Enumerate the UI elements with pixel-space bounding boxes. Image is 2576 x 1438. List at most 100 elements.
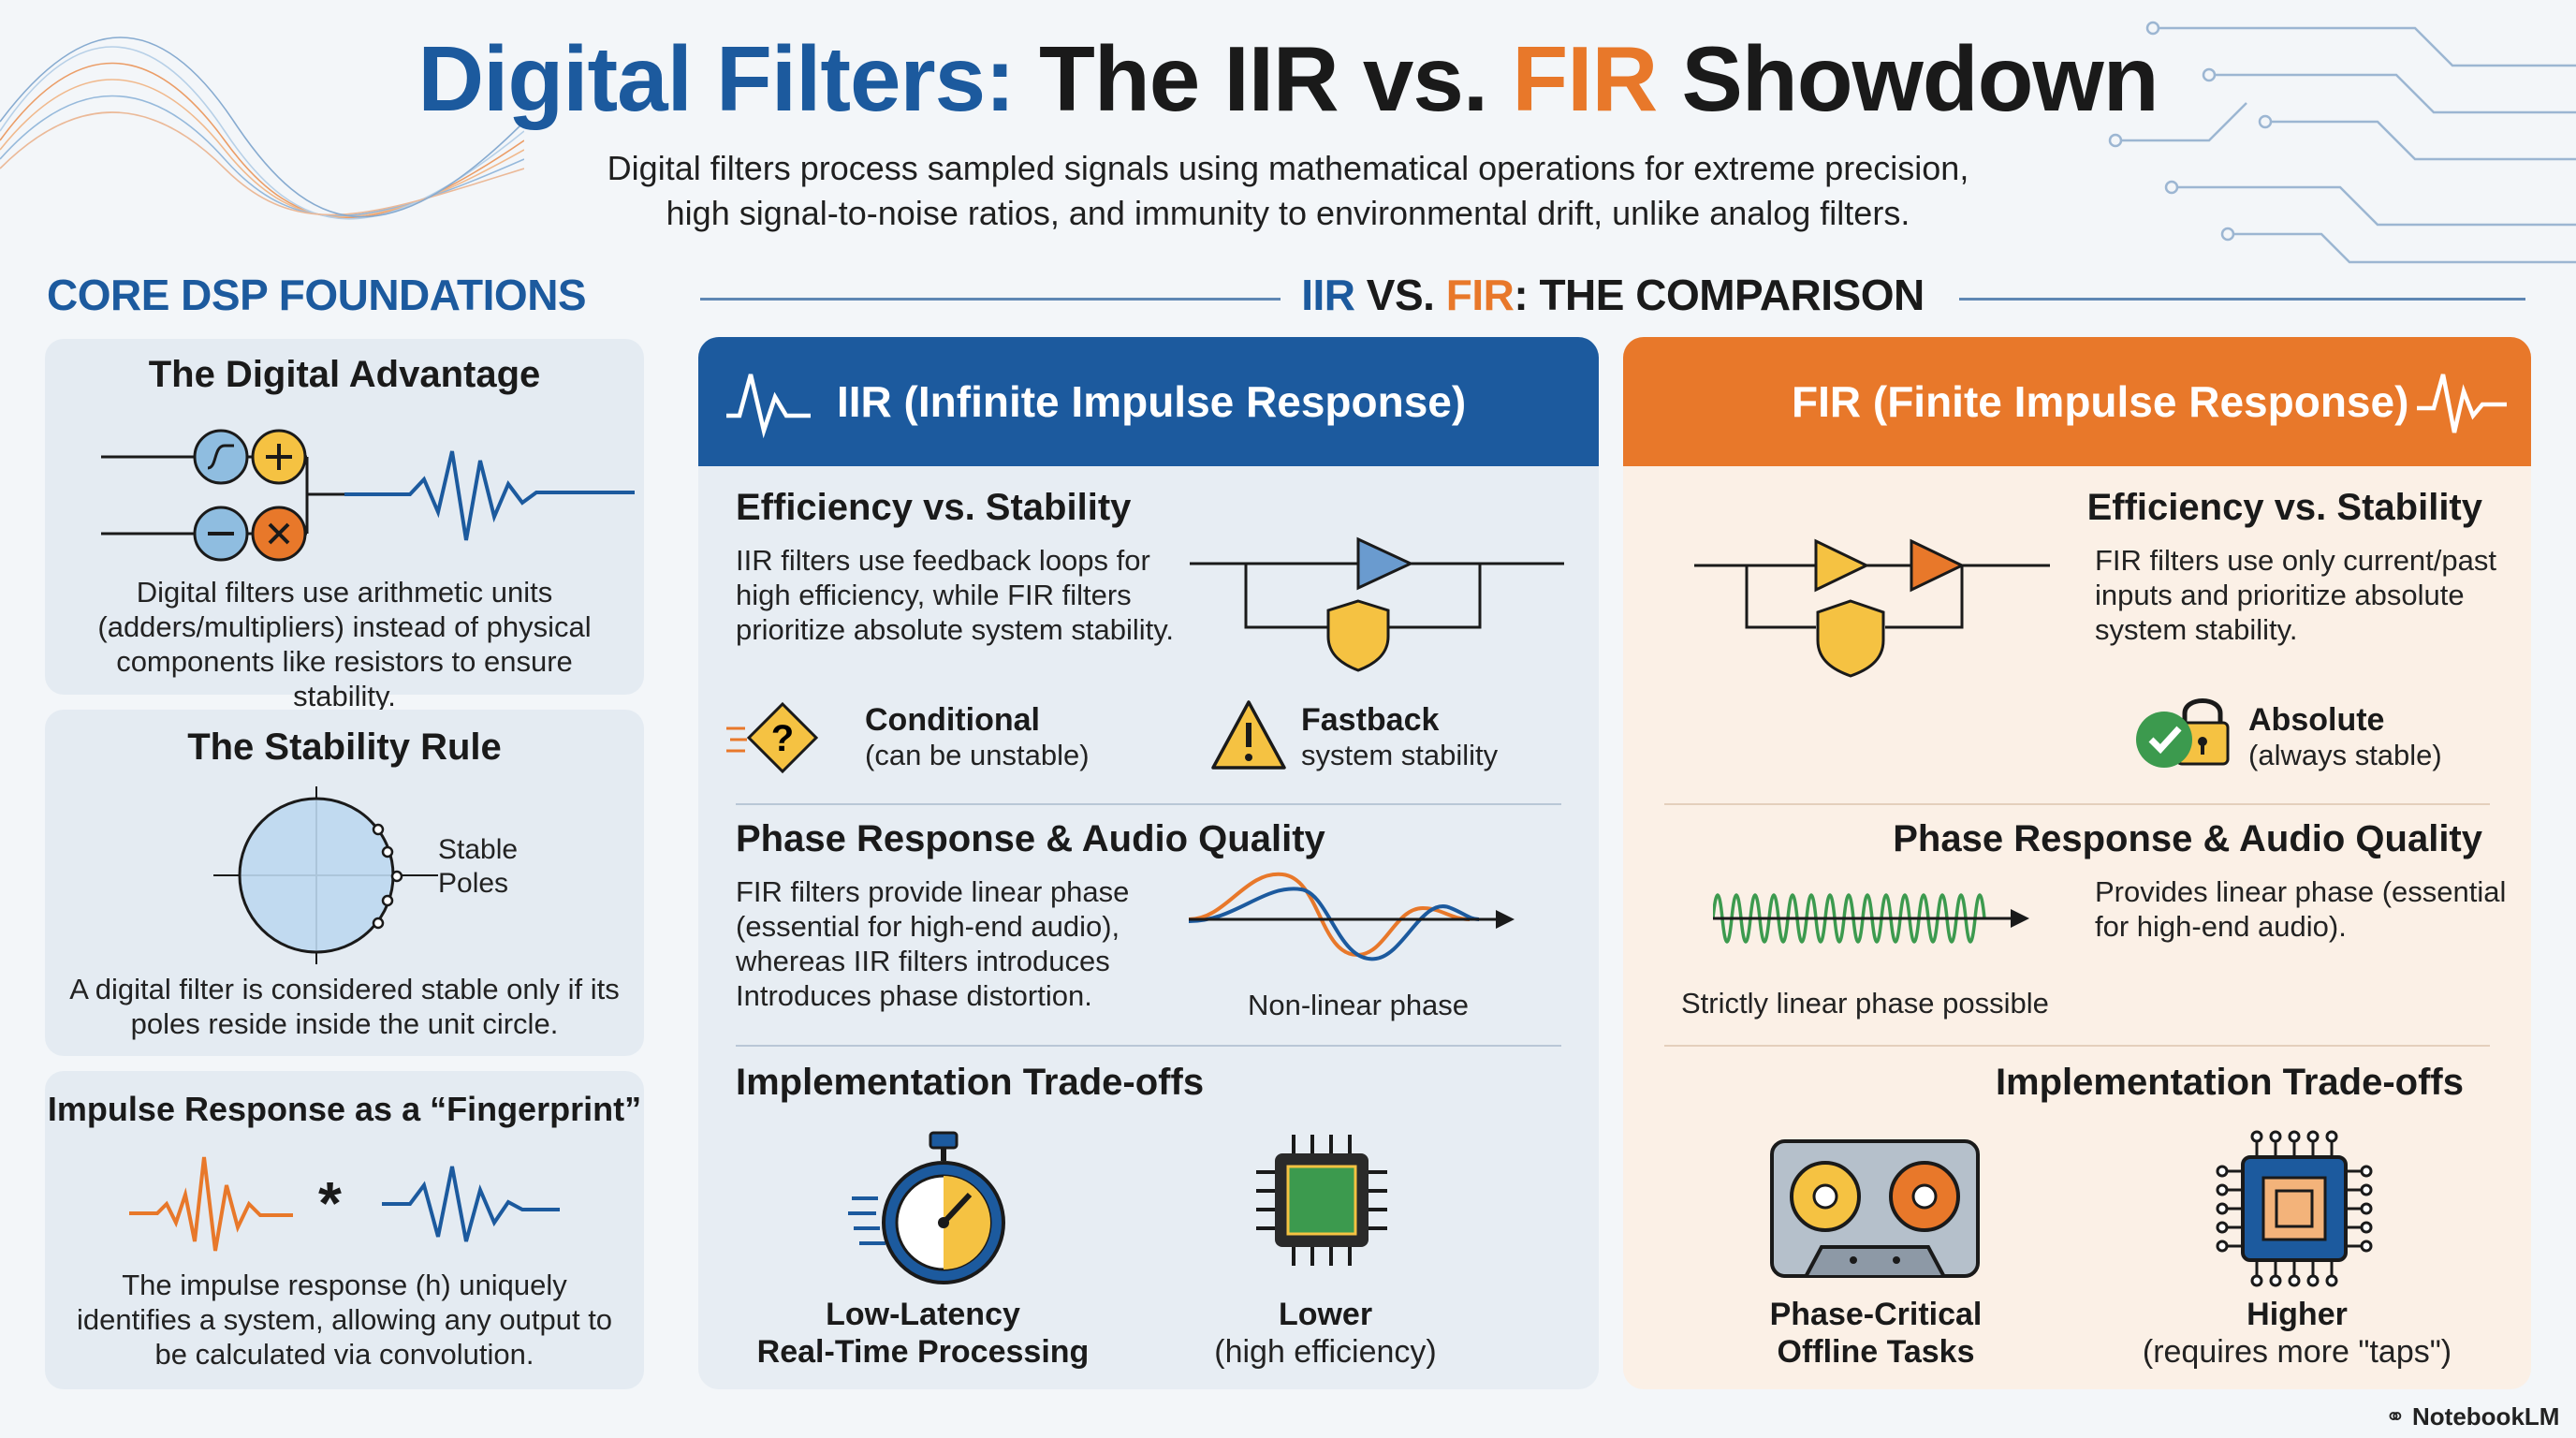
non-linear-phase-chart [1189,872,1515,961]
unit-circle-diagram [213,786,438,964]
fir-impl-offline: Phase-Critical Offline Tasks [1707,1296,2044,1371]
divider [1664,803,2490,805]
comparison-heading: IIR VS. FIR: THE COMPARISON [700,270,2525,326]
stopwatch-icon [848,1131,1005,1284]
card-digital-advantage: The Digital Advantage Digital filters us… [45,339,644,712]
adder-icon [251,429,307,485]
iir-impl-cost: Lower (high efficiency) [1185,1296,1466,1371]
svg-text:?: ? [771,718,794,759]
pole-markers [372,823,403,930]
iir-header: IIR (Infinite Impulse Response) [698,337,1599,466]
amplifier-icon [1356,536,1414,591]
iir-efficiency-text: IIR filters use feedback loops for high … [736,544,1175,646]
card-stability-rule: The Stability Rule Stable Poles A digita… [45,710,644,1056]
page-subtitle: Digital filters process sampled signals … [524,146,2052,236]
output-waveform [344,450,635,541]
card-impulse-response: Impulse Response as a “Fingerprint” * Th… [45,1071,644,1389]
impl-line: Lower [1278,1297,1373,1332]
badge-sub: (can be unstable) [865,739,1090,771]
badge-sub: (always stable) [2248,739,2442,771]
brand-logo-icon: ⚭ [2385,1402,2413,1431]
subtitle-line-1: Digital filters process sampled signals … [607,149,1969,187]
integrator-icon [193,429,249,485]
shield-icon [1816,599,1885,678]
core-foundations-heading: CORE DSP FOUNDATIONS [47,271,587,319]
small-chip-icon [1256,1135,1387,1266]
iir-phase-caption: Non-linear phase [1247,989,1470,1021]
brand-text: NotebookLM [2412,1402,2560,1431]
divider [1664,1045,2490,1047]
iir-header-text: IIR (Infinite Impulse Response) [837,377,1467,426]
large-chip-icon [2216,1130,2373,1287]
divider [736,803,1561,805]
label-line: Poles [438,868,509,899]
label-line: Stable [438,834,519,865]
impl-line: Higher [2247,1297,2348,1332]
fir-feedforward-diagram [1694,538,2050,678]
fir-impl-cost: Higher (requires more "taps") [2138,1296,2456,1371]
badge-bold: Conditional [865,702,1040,738]
impl-line: Phase-Critical [1769,1297,1983,1332]
iir-badge-fastback: Fastback system stability [1301,702,1498,772]
card-text: A digital filter is considered stable on… [69,973,620,1040]
impl-line: Offline Tasks [1777,1334,1975,1370]
impulse-waveform [129,1156,293,1252]
comparison-vs: VS. [1354,271,1446,319]
page-title: Digital Filters: The IIR vs. FIR Showdow… [0,26,2576,132]
decorative-circuit-traces [2108,21,2576,264]
fir-implementation-title: Implementation Trade-offs [1995,1062,2464,1103]
iir-efficiency-title: Efficiency vs. Stability [736,487,1132,528]
signal-waveform [382,1166,560,1242]
warning-diamond-icon: ? [726,701,819,774]
fir-header: FIR (Finite Impulse Response) [1623,337,2531,466]
badge-sub: system stability [1301,739,1499,771]
card-title: The Stability Rule [187,726,502,768]
warning-triangle-icon [1211,700,1286,770]
title-part-fir: FIR [1512,27,1658,130]
arithmetic-units-diagram [101,429,635,562]
badge-bold: Absolute [2248,702,2385,738]
impl-line: Real-Time Processing [756,1334,1090,1370]
fir-header-text: FIR (Finite Impulse Response) [1792,377,2409,426]
amplifier-icon [1814,538,1870,593]
stable-poles-label: Stable Poles [438,833,518,901]
iir-panel: IIR (Infinite Impulse Response) Efficien… [698,337,1599,1389]
comparison-rule-left [700,298,1281,301]
divider [736,1045,1561,1047]
tape-reel-icon [1770,1139,1980,1278]
fir-phase-title: Phase Response & Audio Quality [1893,818,2482,859]
iir-implementation-title: Implementation Trade-offs [736,1062,1205,1103]
title-part-iir-vs: The IIR vs. [1014,27,1513,130]
amplifier-icon [1910,538,1966,593]
check-lock-icon [2136,698,2230,768]
fir-phase-text: Provides linear phase (essential for hig… [2095,875,2507,943]
multiplier-icon [251,506,307,562]
shield-icon [1326,599,1390,672]
linear-phase-chart [1713,893,2029,944]
comparison-iir: IIR [1301,271,1355,319]
iir-phase-text: FIR filters provide linear phase (essent… [736,875,1130,1012]
comparison-heading-text: IIR VS. FIR: THE COMPARISON [700,270,2525,320]
wave-icon [726,374,811,438]
card-text: Digital filters use arithmetic units (ad… [97,576,592,712]
decorative-waves [0,37,524,220]
fir-efficiency-title: Efficiency vs. Stability [2086,487,2482,528]
wave-icon [2417,374,2507,433]
fir-efficiency-text: FIR filters use only current/past inputs… [2095,544,2496,646]
fir-phase-caption: Strictly linear phase possible [1681,987,2049,1020]
impl-line: (high efficiency) [1214,1334,1437,1370]
notebooklm-brand: ⚭ NotebookLM [2385,1402,2559,1431]
subtractor-icon [193,506,249,562]
card-title: The Digital Advantage [148,354,541,395]
iir-impl-latency: Low-Latency Real-Time Processing [726,1296,1120,1371]
impl-line: Low-Latency [826,1297,1020,1332]
impl-line: (requires more "taps") [2142,1334,2452,1370]
convolution-operator: * [318,1169,342,1237]
comparison-suffix: : THE COMPARISON [1514,271,1925,319]
subtitle-line-2: high signal-to-noise ratios, and immunit… [666,194,1910,232]
title-part-showdown: Showdown [1657,27,2159,130]
title-part-digital-filters: Digital Filters: [417,27,1015,130]
fir-badge-absolute: Absolute (always stable) [2248,702,2442,772]
badge-bold: Fastback [1301,702,1440,738]
iir-badge-conditional: Conditional (can be unstable) [865,702,1090,772]
